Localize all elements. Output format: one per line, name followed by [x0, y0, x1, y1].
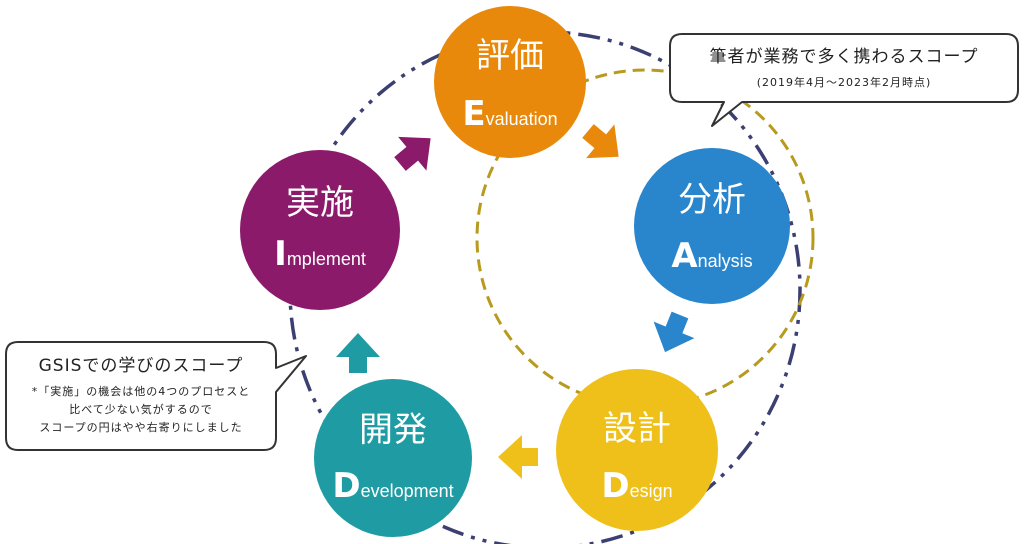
node-design: 設計 Design — [556, 369, 718, 531]
callout-gsis-title: GSISでの学びのスコープ — [39, 356, 244, 376]
node-development-title: 開発 — [359, 410, 427, 450]
node-design-title: 設計 — [603, 409, 671, 449]
callout-work-scope: 筆者が業務で多く携わるスコープ (2019年4月〜2023年2月時点) — [669, 33, 1019, 127]
arrow-development-to-implement — [336, 333, 380, 373]
node-development-label: Development — [332, 466, 453, 506]
node-analysis-label: Analysis — [671, 236, 752, 276]
node-evaluation: 評価 Evaluation — [434, 6, 586, 158]
callout-work-subtitle: (2019年4月〜2023年2月時点) — [757, 75, 932, 89]
node-design-label: Design — [601, 466, 672, 506]
callout-gsis-note-2: 比べて少ない気がするので — [69, 402, 213, 416]
callout-gsis-scope: GSISでの学びのスコープ *「実施」の機会は他の4つのプロセスと 比べて少ない… — [5, 341, 307, 451]
node-analysis-title: 分析 — [678, 180, 746, 220]
node-development-initial: D — [332, 466, 360, 506]
node-implement: 実施 Implement — [240, 150, 400, 310]
callout-gsis-note-1: *「実施」の機会は他の4つのプロセスと — [32, 384, 251, 398]
node-evaluation-rest: valuation — [486, 109, 558, 129]
arrow-implement-to-evaluation — [394, 136, 431, 171]
arrow-evaluation-to-analysis — [582, 124, 619, 159]
node-evaluation-initial: E — [462, 94, 485, 134]
node-development: 開発 Development — [314, 379, 472, 537]
callout-gsis-note-3: スコープの円はやや右寄りにしました — [39, 420, 242, 434]
node-design-rest: esign — [630, 481, 673, 501]
node-implement-label: Implement — [274, 234, 366, 274]
node-analysis-rest: nalysis — [698, 251, 753, 271]
node-analysis-initial: A — [671, 236, 698, 276]
node-evaluation-label: Evaluation — [462, 94, 557, 134]
arrow-analysis-to-design — [653, 311, 695, 353]
callout-work-title: 筆者が業務で多く携わるスコープ — [710, 47, 979, 67]
node-development-rest: evelopment — [361, 481, 454, 501]
node-implement-initial: I — [274, 234, 287, 274]
node-implement-title: 実施 — [286, 183, 354, 223]
node-analysis: 分析 Analysis — [634, 148, 790, 304]
work-scope-circle — [475, 68, 815, 408]
node-design-initial: D — [601, 466, 629, 506]
node-implement-rest: mplement — [287, 249, 366, 269]
arrow-design-to-development — [498, 435, 538, 479]
node-evaluation-title: 評価 — [476, 36, 544, 76]
